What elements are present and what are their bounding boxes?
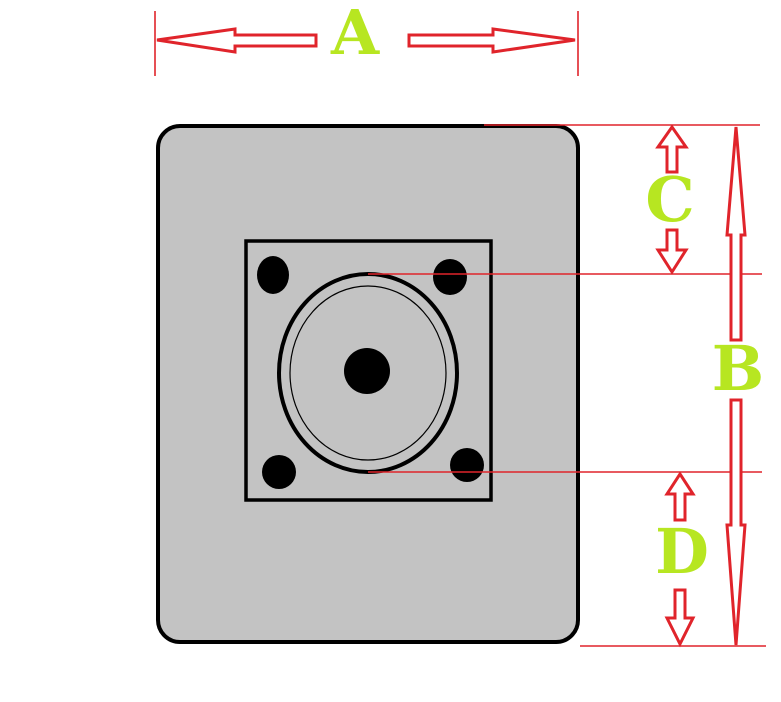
arrow-a-right <box>407 27 576 54</box>
arrow-c-up <box>655 124 689 174</box>
mounting-hole-bottom-left <box>262 455 296 489</box>
mounting-hole-bottom-right <box>450 448 484 482</box>
arrow-b-down <box>725 398 747 646</box>
arrow-a-left <box>156 27 318 54</box>
arrow-d-up <box>664 471 696 522</box>
connector-inner-ring <box>289 285 447 461</box>
mounting-flange <box>244 239 493 502</box>
mounting-hole-top-left <box>257 256 289 294</box>
dimension-arrows <box>156 27 747 648</box>
arrow-b-up <box>725 126 747 342</box>
dimension-label-c: C <box>645 163 694 236</box>
mounting-hole-top-right <box>433 259 467 295</box>
arrow-d-down <box>664 588 696 648</box>
extension-lines <box>154 11 766 647</box>
dimension-label-a: A <box>330 0 380 69</box>
dimension-label-d: D <box>655 515 709 588</box>
arrow-c-down <box>655 228 689 275</box>
center-pin <box>344 348 390 394</box>
dimension-label-b: B <box>712 332 764 405</box>
